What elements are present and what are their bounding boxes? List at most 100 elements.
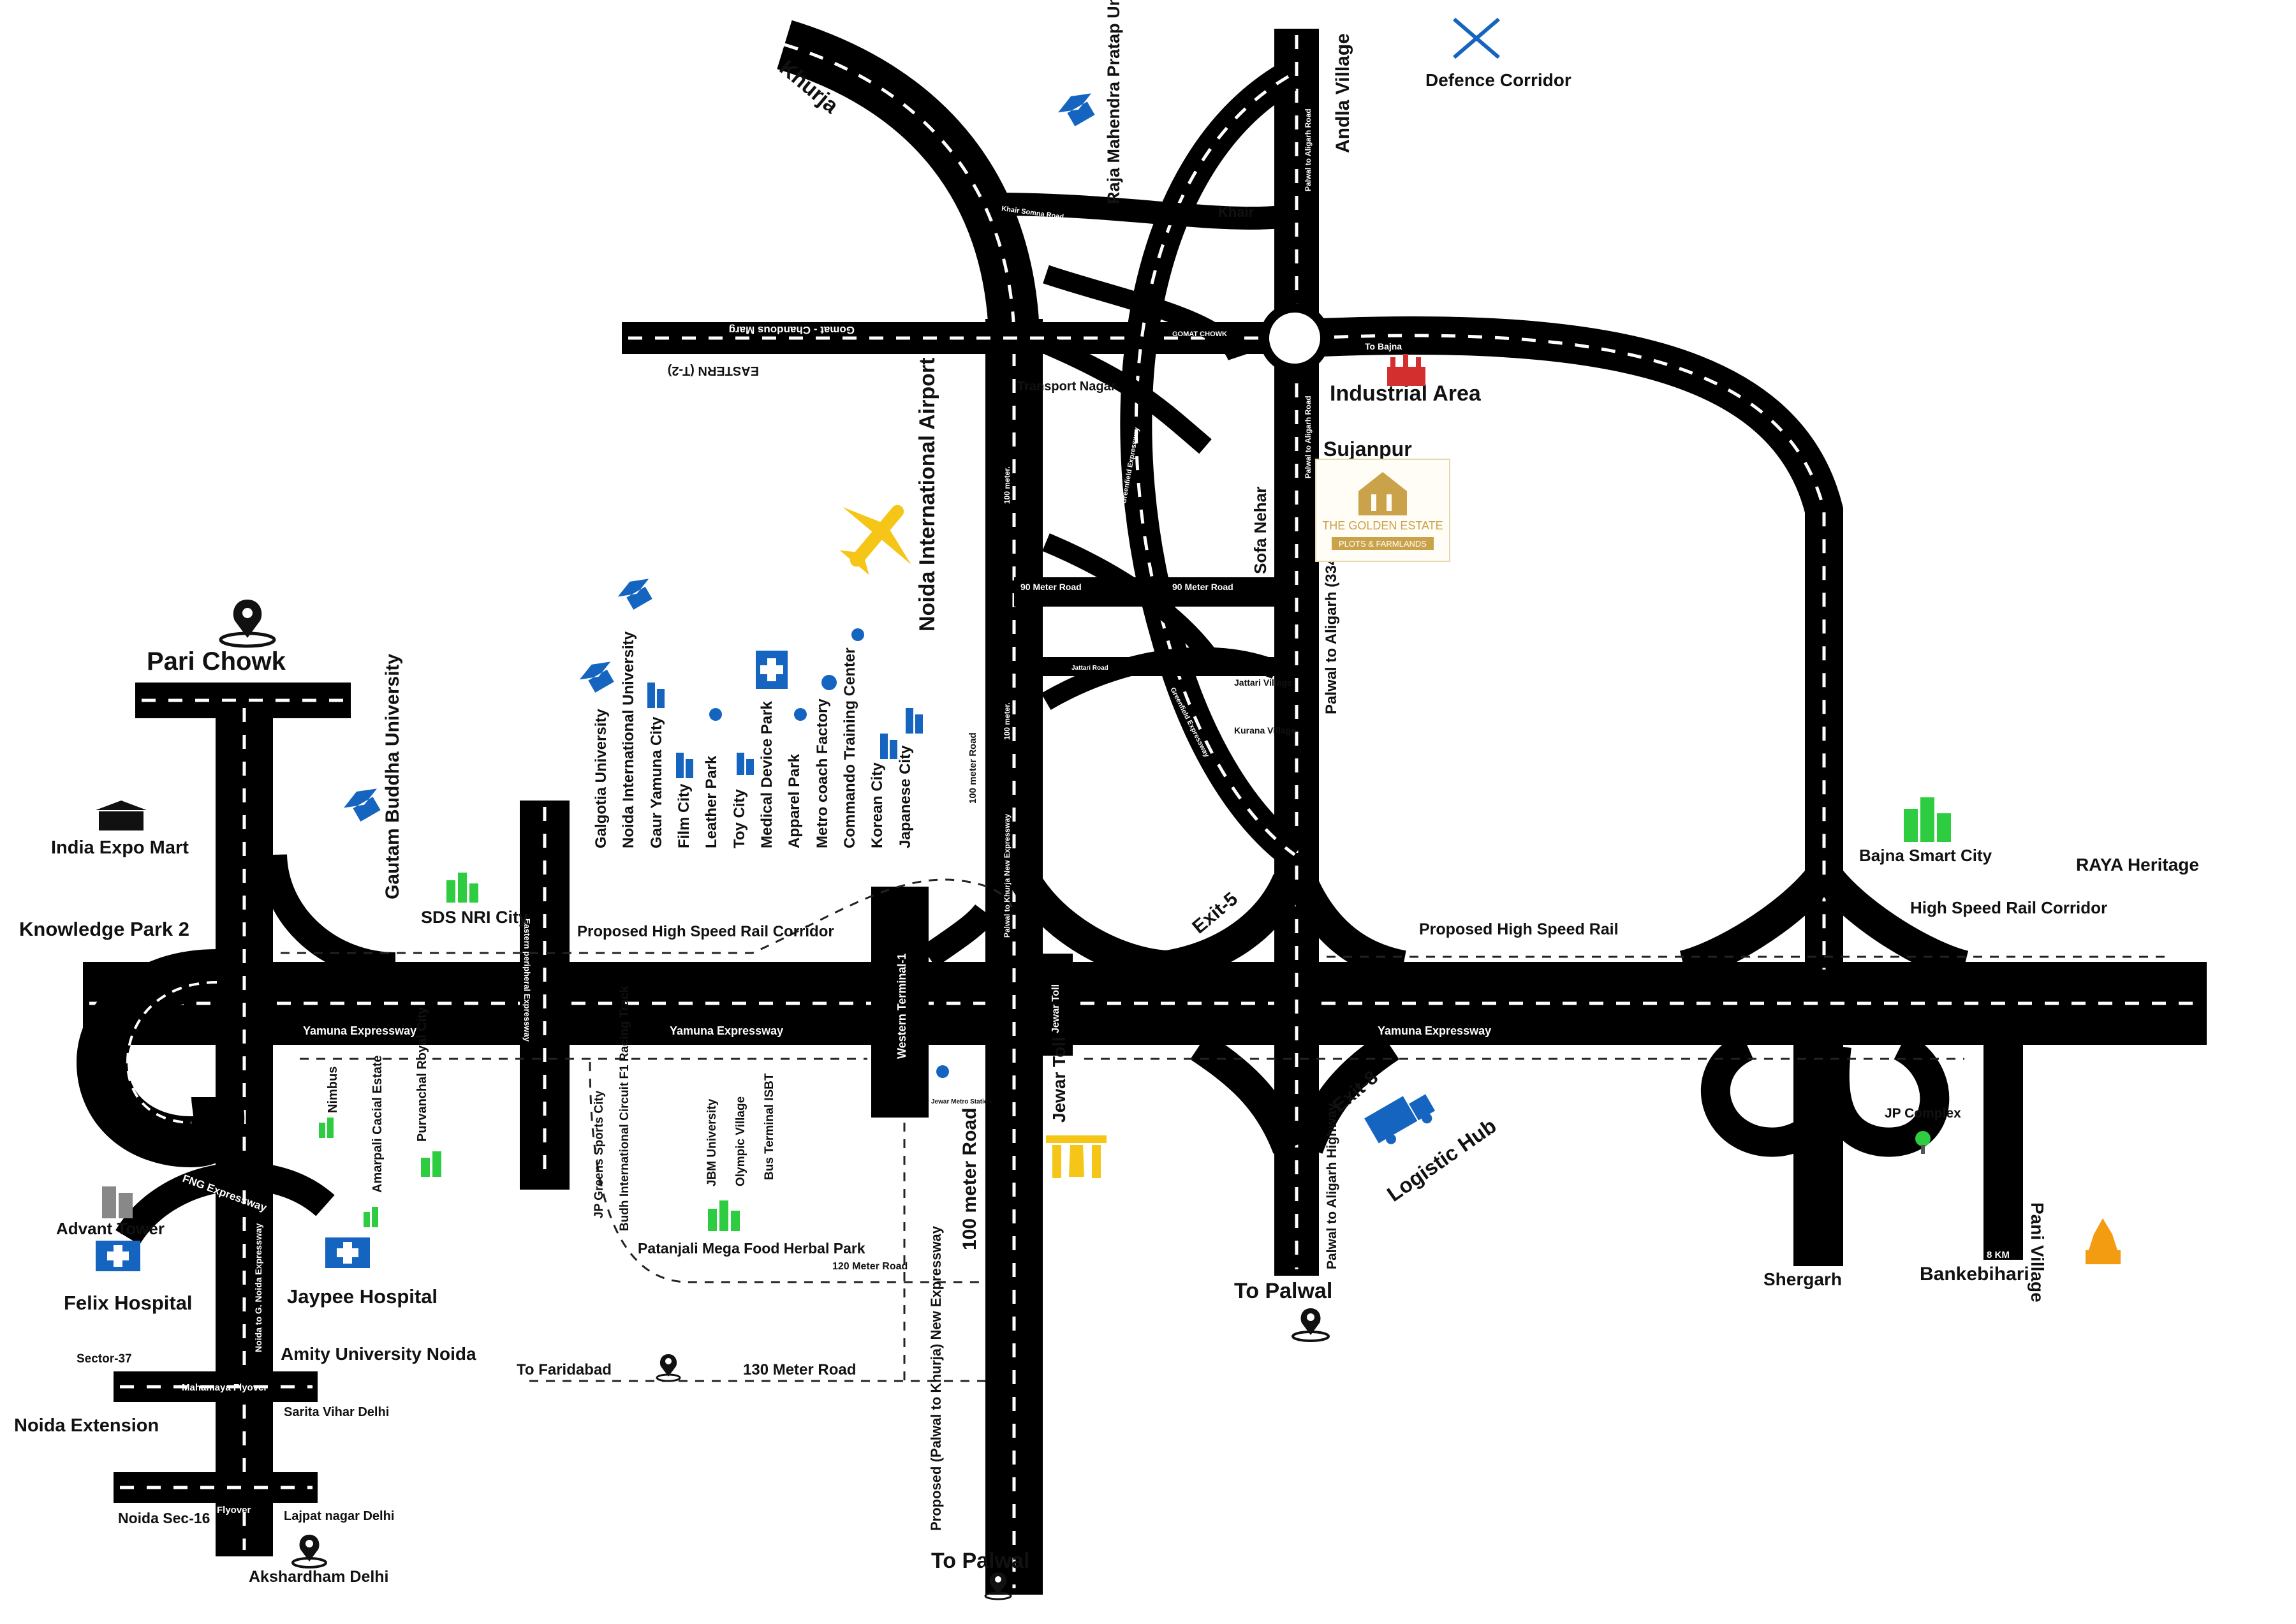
noida-gnoida-label: Noida to G. Noida Expressway: [253, 1223, 263, 1352]
kurana-village-label: Kurana Village: [1234, 725, 1296, 735]
to-palwal-bottom-label: To Palwal: [931, 1549, 1029, 1573]
gomat-label: Gomat - Chandous Marg: [729, 324, 855, 336]
m100-label: 100 meter.: [1003, 466, 1012, 504]
node-item: Toy City: [731, 788, 748, 848]
bajna-smart-city-label: Bajna Smart City: [1859, 846, 1992, 865]
ninety-meter-road: [1014, 577, 1295, 607]
node-item: Commando Training Center: [841, 647, 858, 848]
shergarh-label: Shergarh: [1763, 1269, 1842, 1289]
mahamaya-label: Mahamaya Flyover: [182, 1382, 267, 1393]
building-icon: [647, 683, 923, 778]
palwal-aligarh-road-label: Palwal to Aligarh Road: [1304, 108, 1313, 191]
building-icon: [102, 1186, 133, 1218]
hsr-left-label: Proposed High Speed Rail Corridor: [577, 923, 834, 940]
project-tagline: PLOTS & FARMLANDS: [1339, 539, 1427, 549]
building-icon: [1904, 797, 1951, 842]
jewar-toll-label: Jewar Toll: [1049, 1037, 1069, 1123]
amity-label: Amity University Noida: [281, 1344, 476, 1364]
jbm-university-label: JBM University: [705, 1098, 719, 1186]
exit5-ramp-right2: [1286, 873, 1407, 982]
ninety-label-2: 90 Meter Road: [1172, 582, 1233, 592]
advant-tower-label: Advant Tower: [56, 1219, 165, 1238]
yamuna-label-2: Yamuna Expressway: [670, 1024, 783, 1037]
shergarh-road: [1793, 1021, 1843, 1266]
palwal-aligarh-334d-label: Palwal to Aligarh (334D): [1323, 540, 1340, 714]
palwal-khurja-new-label: Palwal to Khurja New Expressway: [1003, 814, 1012, 938]
exit8-ramp: [1190, 1033, 1304, 1155]
node-item: Medical Device Park: [758, 701, 776, 848]
patanjali-label: Patanjali Mega Food Herbal Park: [638, 1240, 865, 1257]
factory-icon: [1387, 354, 1425, 386]
yamuna-label-1: Yamuna Expressway: [303, 1024, 416, 1037]
noida-airport-label: Noida International Airport: [915, 358, 939, 631]
to-palwal-right-label: To Palwal: [1234, 1279, 1332, 1303]
interchange-loop-a: [1042, 336, 1212, 454]
jp-greens-label: JP Greens Sports City: [592, 1090, 606, 1218]
gautam-buddha-label: Gautam Buddha University: [382, 654, 403, 899]
road-network: [76, 20, 2207, 1595]
knowledge-park-label: Knowledge Park 2: [19, 918, 189, 940]
eastern-t2-label: EASTERN (T-2): [668, 364, 759, 378]
bankebihari-label: Bankebihari: [1920, 1264, 2029, 1285]
jattari-village-label: Jattari Village: [1234, 677, 1292, 688]
khair-label: Khair: [1218, 204, 1255, 220]
lajpat-nagar-label: Lajpat nagar Delhi: [284, 1509, 394, 1523]
airport-ramp: [921, 904, 996, 968]
olympic-village-label: Olympic Village: [734, 1096, 747, 1186]
building-icon: [96, 801, 147, 830]
hospital-icon: [756, 651, 788, 689]
m100-road-big-label: 100 meter Road: [959, 1108, 980, 1250]
node-item: Korean City: [869, 762, 886, 848]
india-expo-mart-label: India Expo Mart: [51, 838, 189, 858]
defence-corridor-label: Defence Corridor: [1425, 70, 1571, 90]
felix-hospital-label: Felix Hospital: [64, 1292, 193, 1314]
raja-mahendra-label: Raja Mahendra Pratap University: [1104, 0, 1123, 204]
shergarh-ramp-right: [1818, 869, 1969, 982]
high-speed-rail-left: [281, 878, 1015, 954]
budh-circuit-label: Budh International Circuit F1 Racing Tra…: [618, 985, 631, 1231]
location-pin-icon: [984, 1572, 1012, 1600]
bus-terminal-label: Bus Terminal ISBT: [763, 1073, 776, 1180]
building-icon: [708, 1200, 740, 1231]
metro-icon: [936, 1065, 949, 1078]
node-item: Noida International University: [620, 631, 637, 848]
amrapali-label: Amarpali Cacial Estate: [371, 1055, 385, 1193]
palwal-aligarh-road-label-2: Palwal to Aligarh Road: [1304, 395, 1313, 478]
tree-icon: [1915, 1131, 1931, 1154]
location-pin-icon: [219, 600, 276, 648]
m130-label: 130 Meter Road: [743, 1361, 856, 1378]
node-item: Metro coach Factory: [814, 698, 831, 848]
jp-complex-label: JP Complex: [1885, 1106, 1961, 1121]
m100-label-2: 100 meter.: [1003, 702, 1012, 740]
greenfield-expressway: [1120, 63, 1304, 868]
jewar-toll-road-label: Jewar Toll: [1050, 984, 1061, 1033]
toll-icon: [1046, 1135, 1107, 1178]
transport-nagar-label: Transport Nagar: [1017, 380, 1116, 394]
khair-somna-road: [994, 193, 1283, 230]
hospital-icon: [325, 1237, 370, 1268]
flyover-label: Flyover: [217, 1505, 251, 1516]
sofa-nehar-label: Sofa Nehar: [1251, 487, 1270, 574]
node-item: Film City: [675, 783, 693, 848]
sujanpur-label: Sujanpur: [1323, 438, 1412, 461]
fng-expressway: [115, 1162, 335, 1245]
to-faridabad-label: To Faridabad: [517, 1361, 612, 1378]
building-icon: [1358, 472, 1407, 515]
building-icon: [446, 873, 478, 903]
node-item: Leather Park: [703, 755, 720, 848]
jattari-road: [1033, 657, 1282, 676]
pari-chowk-curve: [259, 853, 396, 980]
gomat-chowk-label: GOMAT CHOWK: [1172, 330, 1227, 338]
location-pin-icon: [291, 1535, 327, 1569]
knowledge-park-loop: [76, 949, 245, 1168]
icons: [96, 17, 2121, 1600]
truck-icon: [1364, 1094, 1436, 1144]
raya-heritage-label: RAYA Heritage: [2076, 855, 2199, 875]
airplane-icon: [839, 505, 911, 575]
nimbus-label: Nimbus: [326, 1067, 340, 1113]
node-item: Galgotia University: [592, 709, 610, 848]
eastern-peripheral-label: Eastern peripheral Expressway: [522, 919, 532, 1042]
palwal-aligarh-highway-label: Palwal to Aligarh Highway: [1325, 1103, 1339, 1269]
to-bajna-road: [1306, 316, 1843, 970]
